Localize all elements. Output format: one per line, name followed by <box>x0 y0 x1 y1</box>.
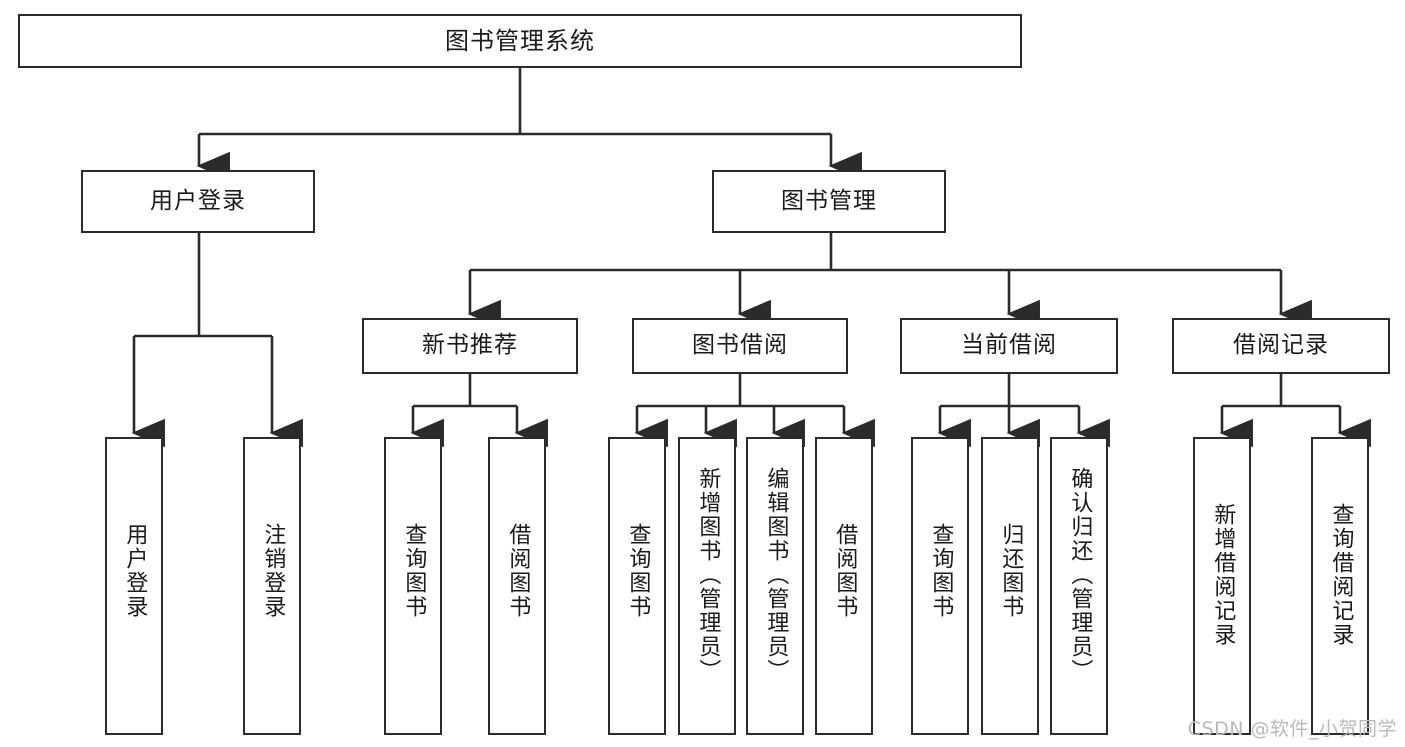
node-leaf-add-book[interactable]: 新增图书（管理员） <box>678 437 736 735</box>
node-new-book-rec-label: 新书推荐 <box>422 332 518 359</box>
node-root[interactable]: 图书管理系统 <box>18 14 1022 68</box>
node-leaf-query-book-3[interactable]: 查询图书 <box>911 437 969 735</box>
node-leaf-add-record[interactable]: 新增借阅记录 <box>1193 437 1251 735</box>
node-leaf-query-book-2[interactable]: 查询图书 <box>608 437 666 735</box>
node-leaf-query-book-2-label: 查询图书 <box>625 523 651 619</box>
node-current-borrow-label: 当前借阅 <box>961 332 1057 359</box>
node-leaf-borrow-book-1[interactable]: 借阅图书 <box>488 437 546 735</box>
node-leaf-confirm-return[interactable]: 确认归还（管理员） <box>1050 437 1108 735</box>
node-leaf-borrow-book-2-label: 借阅图书 <box>832 523 858 619</box>
node-book-borrow[interactable]: 图书借阅 <box>632 318 848 374</box>
node-leaf-confirm-return-label: 确认归还（管理员） <box>1067 467 1093 683</box>
node-borrow-record-label: 借阅记录 <box>1233 332 1329 359</box>
node-leaf-query-book-1-label: 查询图书 <box>401 523 427 619</box>
node-leaf-edit-book-label: 编辑图书（管理员） <box>763 467 789 683</box>
node-root-label: 图书管理系统 <box>445 26 595 55</box>
node-leaf-logout[interactable]: 注销登录 <box>243 437 301 735</box>
node-borrow-record[interactable]: 借阅记录 <box>1172 318 1390 374</box>
node-new-book-rec[interactable]: 新书推荐 <box>362 318 578 374</box>
node-leaf-query-record[interactable]: 查询借阅记录 <box>1311 437 1369 735</box>
node-leaf-return-book-label: 归还图书 <box>998 523 1024 619</box>
node-leaf-query-record-label: 查询借阅记录 <box>1328 503 1354 647</box>
node-leaf-logout-label: 注销登录 <box>260 523 286 619</box>
node-current-borrow[interactable]: 当前借阅 <box>900 318 1118 374</box>
node-book-manage-label: 图书管理 <box>781 187 877 214</box>
node-user-login-label: 用户登录 <box>150 187 246 214</box>
node-leaf-query-book-1[interactable]: 查询图书 <box>384 437 442 735</box>
node-book-borrow-label: 图书借阅 <box>692 332 788 359</box>
node-leaf-add-record-label: 新增借阅记录 <box>1210 503 1236 647</box>
node-leaf-user-login-label: 用户登录 <box>122 523 148 619</box>
node-book-manage[interactable]: 图书管理 <box>712 170 946 233</box>
node-leaf-add-book-label: 新增图书（管理员） <box>695 467 721 683</box>
node-user-login[interactable]: 用户登录 <box>81 170 315 233</box>
node-leaf-borrow-book-1-label: 借阅图书 <box>505 523 531 619</box>
node-leaf-user-login[interactable]: 用户登录 <box>105 437 163 735</box>
node-leaf-edit-book[interactable]: 编辑图书（管理员） <box>746 437 804 735</box>
node-leaf-query-book-3-label: 查询图书 <box>928 523 954 619</box>
node-leaf-borrow-book-2[interactable]: 借阅图书 <box>815 437 873 735</box>
node-leaf-return-book[interactable]: 归还图书 <box>981 437 1039 735</box>
